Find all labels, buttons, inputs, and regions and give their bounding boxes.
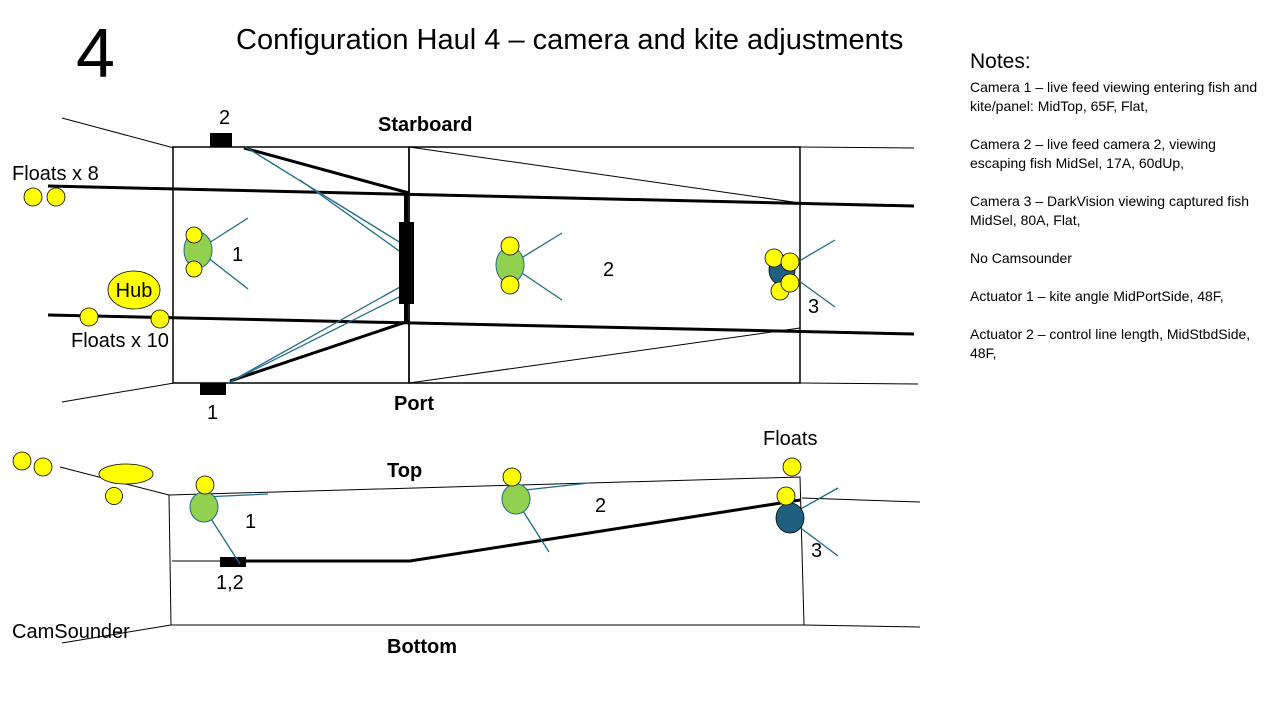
notes-panel: Notes: Camera 1 – live feed viewing ente… — [970, 50, 1270, 382]
bottom-label: Bottom — [387, 636, 457, 658]
note-camera-3: Camera 3 – DarkVision viewing captured f… — [970, 193, 1250, 228]
starboard-label: Starboard — [378, 114, 472, 136]
float — [780, 273, 800, 293]
camera-label-1: 1 — [232, 244, 243, 266]
floats-upper-label: Floats x 8 — [12, 163, 99, 185]
camera-1-side — [189, 491, 219, 523]
slide-title: Configuration Haul 4 – camera and kite a… — [236, 24, 904, 56]
panel-line-upper — [408, 146, 801, 204]
notes-heading: Notes: — [970, 50, 1031, 73]
float — [185, 260, 203, 278]
float — [12, 451, 32, 471]
net-outline-upper-right — [799, 146, 915, 149]
float-line-lower — [47, 313, 915, 336]
kite-connector — [404, 192, 408, 322]
float — [105, 487, 123, 505]
camera-side-label-3: 3 — [811, 540, 822, 562]
float — [195, 475, 215, 495]
float — [776, 486, 796, 506]
camera-2-side — [501, 483, 531, 515]
side-view: Top Bottom Floats CamSounder 1,2 1 2 3 — [12, 428, 921, 658]
camsounder-label: CamSounder — [12, 621, 130, 643]
slide-number: 4 — [76, 14, 115, 92]
camera-side-label-2: 2 — [595, 495, 606, 517]
note-camera-2: Camera 2 – live feed camera 2, viewing e… — [970, 136, 1216, 171]
floats-lower-label: Floats x 10 — [71, 330, 169, 352]
note-actuator-2: Actuator 2 – control line length, MidStb… — [970, 326, 1251, 361]
float — [150, 309, 170, 329]
actuator-bottom-label: 1 — [207, 402, 218, 424]
note-camera-1: Camera 1 – live feed viewing entering fi… — [970, 79, 1258, 114]
camera-view-line — [515, 482, 590, 492]
sight-line-4 — [235, 291, 410, 380]
top-label: Top — [387, 460, 422, 482]
actuator-top-label: 2 — [219, 107, 230, 129]
hub-side — [98, 463, 154, 485]
port-label: Port — [394, 393, 434, 415]
float — [500, 275, 520, 295]
float — [764, 248, 784, 268]
hub-label: Hub — [116, 280, 153, 302]
float — [782, 457, 802, 477]
float — [502, 467, 522, 487]
net-outline-lower-left — [61, 382, 175, 403]
float — [33, 457, 53, 477]
camera-label-3: 3 — [808, 296, 819, 318]
side-outline-upper-right — [801, 497, 921, 503]
panel-line-lower — [408, 327, 801, 384]
actuator-2 — [210, 133, 232, 147]
actuator-side-label: 1,2 — [216, 572, 244, 594]
control-line-starboard — [243, 146, 410, 195]
float — [500, 236, 520, 256]
actuator-side — [220, 557, 246, 567]
float — [780, 252, 800, 272]
notes-list: Camera 1 – live feed viewing entering fi… — [970, 78, 1270, 363]
hub — [107, 270, 161, 310]
side-outline-lower-right — [803, 624, 921, 628]
float — [79, 307, 99, 327]
camera-3-side — [775, 502, 805, 534]
float-line-upper — [47, 184, 915, 208]
net-outline-lower-right — [799, 382, 919, 385]
float — [185, 226, 203, 244]
control-line-side — [246, 498, 801, 563]
actuator-1 — [200, 383, 226, 395]
sight-line-1 — [243, 145, 410, 249]
side-outline-lower-left — [61, 624, 172, 644]
float — [46, 187, 66, 207]
note-actuator-1: Actuator 1 – kite angle MidPortSide, 48F… — [970, 288, 1224, 304]
side-net-body — [168, 476, 805, 626]
top-view: Hub Starboard Port Floats x 8 Floats x 1… — [12, 107, 919, 424]
sight-line-3 — [227, 281, 410, 384]
net-outline-upper-left — [61, 117, 175, 149]
camera-side-label-1: 1 — [245, 511, 256, 533]
floats-label: Floats — [763, 428, 817, 450]
float — [23, 187, 43, 207]
control-line-port — [229, 319, 410, 383]
sight-line-2 — [299, 179, 410, 259]
camera-label-2: 2 — [603, 259, 614, 281]
note-camsounder: No Camsounder — [970, 250, 1072, 266]
